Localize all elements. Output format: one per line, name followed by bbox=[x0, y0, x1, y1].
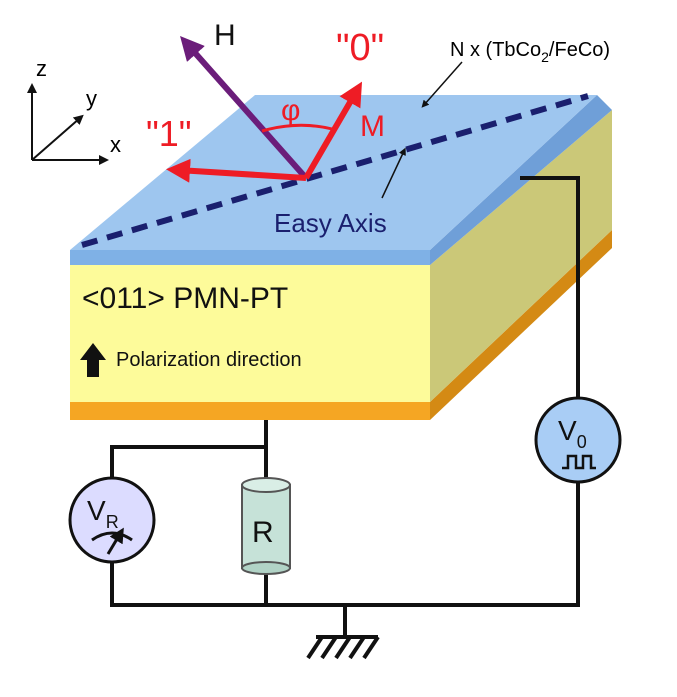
easy-axis-line bbox=[81, 93, 589, 248]
h-field-arrow bbox=[180, 36, 309, 180]
state1-label: "1" bbox=[146, 113, 192, 154]
layer-label-prefix: N x (TbCo bbox=[450, 39, 541, 61]
vr-voltmeter: VR bbox=[68, 476, 156, 564]
easy-axis-label: Easy Axis bbox=[274, 208, 387, 238]
coordinate-axes: z y x bbox=[27, 56, 121, 165]
pmn-pt-substrate bbox=[70, 110, 612, 402]
angle-arc bbox=[261, 123, 337, 133]
h-field-label: H bbox=[214, 19, 236, 52]
vr-voltmeter-body bbox=[68, 476, 156, 564]
vr-subscript: R bbox=[106, 512, 119, 532]
v0-source-body bbox=[534, 396, 622, 484]
vectors: H "0" "1" φ M bbox=[146, 19, 385, 183]
z-axis-label: z bbox=[36, 56, 47, 81]
wire-junction-to-vr bbox=[110, 445, 266, 480]
layer-label-suffix: /FeCo) bbox=[549, 39, 610, 61]
resistor: R bbox=[241, 477, 291, 575]
resistor-top-cap bbox=[241, 477, 291, 493]
wire-top-electrode-to-v0 bbox=[520, 176, 580, 400]
vr-voltmeter-label: VR bbox=[87, 495, 119, 532]
v0-pulse-source: V0 bbox=[534, 396, 622, 484]
layer-label-pointer bbox=[421, 61, 463, 108]
square-pulse-icon bbox=[562, 454, 596, 470]
bottom-electrode-front bbox=[70, 402, 430, 420]
easy-axis-pointer bbox=[381, 147, 406, 199]
pmn-pt-side-face bbox=[430, 110, 612, 402]
state0-label: "0" bbox=[336, 27, 384, 69]
resistor-bottom-cap bbox=[241, 561, 291, 575]
resistor-label: R bbox=[252, 516, 274, 549]
y-axis-label: y bbox=[86, 86, 97, 111]
magnetization-arrow bbox=[303, 81, 363, 180]
state1-arrow bbox=[166, 158, 307, 183]
vr-main: V bbox=[87, 495, 106, 526]
angle-label: φ bbox=[281, 94, 300, 127]
polarization-arrow-icon bbox=[80, 343, 106, 377]
v0-main: V bbox=[558, 415, 577, 446]
layer-label: N x (TbCo2/FeCo) bbox=[450, 39, 610, 65]
resistor-body bbox=[241, 484, 291, 569]
pmn-pt-front-face bbox=[70, 265, 430, 402]
x-axis-label: x bbox=[110, 132, 121, 157]
layer-label-subscript: 2 bbox=[541, 49, 549, 65]
circuit-wires bbox=[110, 176, 580, 636]
gauge-needle bbox=[106, 527, 124, 555]
v0-subscript: 0 bbox=[577, 432, 587, 452]
bottom-electrode-side bbox=[430, 230, 612, 420]
wire-v0-to-ground bbox=[110, 482, 580, 607]
film-front-edge bbox=[70, 250, 430, 265]
bottom-electrode bbox=[70, 230, 612, 420]
y-axis-line bbox=[31, 114, 84, 161]
substrate-label: <011> PMN-PT bbox=[82, 282, 288, 315]
polarization-label: Polarization direction bbox=[116, 349, 302, 371]
v0-source-label: V0 bbox=[558, 415, 587, 452]
ground-icon bbox=[306, 635, 380, 660]
magnetization-label: M bbox=[360, 110, 385, 143]
